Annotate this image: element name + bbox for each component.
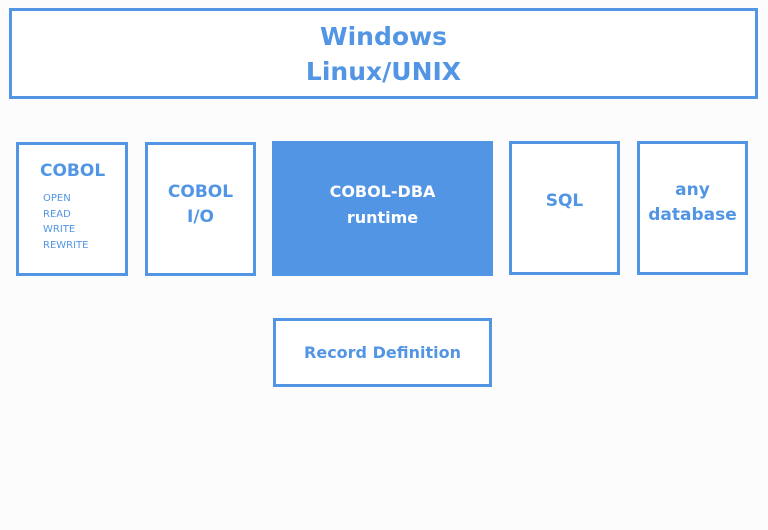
cobol-verb-open: OPEN [43, 193, 71, 204]
runtime-line-1: COBOL-DBA [329, 182, 436, 201]
sql-label: SQL [545, 191, 584, 211]
cobol-dba-runtime-box: COBOL-DBA runtime [272, 141, 493, 276]
cobol-io-box: COBOL I/O [145, 142, 256, 276]
os-windows-label: Windows [320, 21, 447, 51]
cobol-title: COBOL [40, 161, 106, 181]
cobol-io-line-1: COBOL [167, 182, 234, 202]
record-definition-label: Record Definition [304, 343, 461, 362]
cobol-verb-rewrite: REWRITE [43, 239, 89, 251]
os-linux-unix-label: Linux/UNIX [305, 56, 462, 86]
runtime-line-2: runtime [346, 208, 419, 227]
database-line-1: any [675, 180, 710, 200]
cobol-io-line-2: I/O [187, 207, 214, 227]
operating-systems-box: Windows Linux/UNIX [9, 8, 758, 99]
database-line-2: database [648, 205, 737, 225]
cobol-program-box: COBOL OPEN READ WRITE REWRITE [16, 142, 128, 276]
record-definition-box: Record Definition [273, 318, 492, 387]
any-database-box: any database [637, 141, 748, 275]
sql-box: SQL [509, 141, 620, 275]
cobol-verb-write: WRITE [43, 224, 76, 235]
cobol-verb-read: READ [43, 208, 71, 220]
